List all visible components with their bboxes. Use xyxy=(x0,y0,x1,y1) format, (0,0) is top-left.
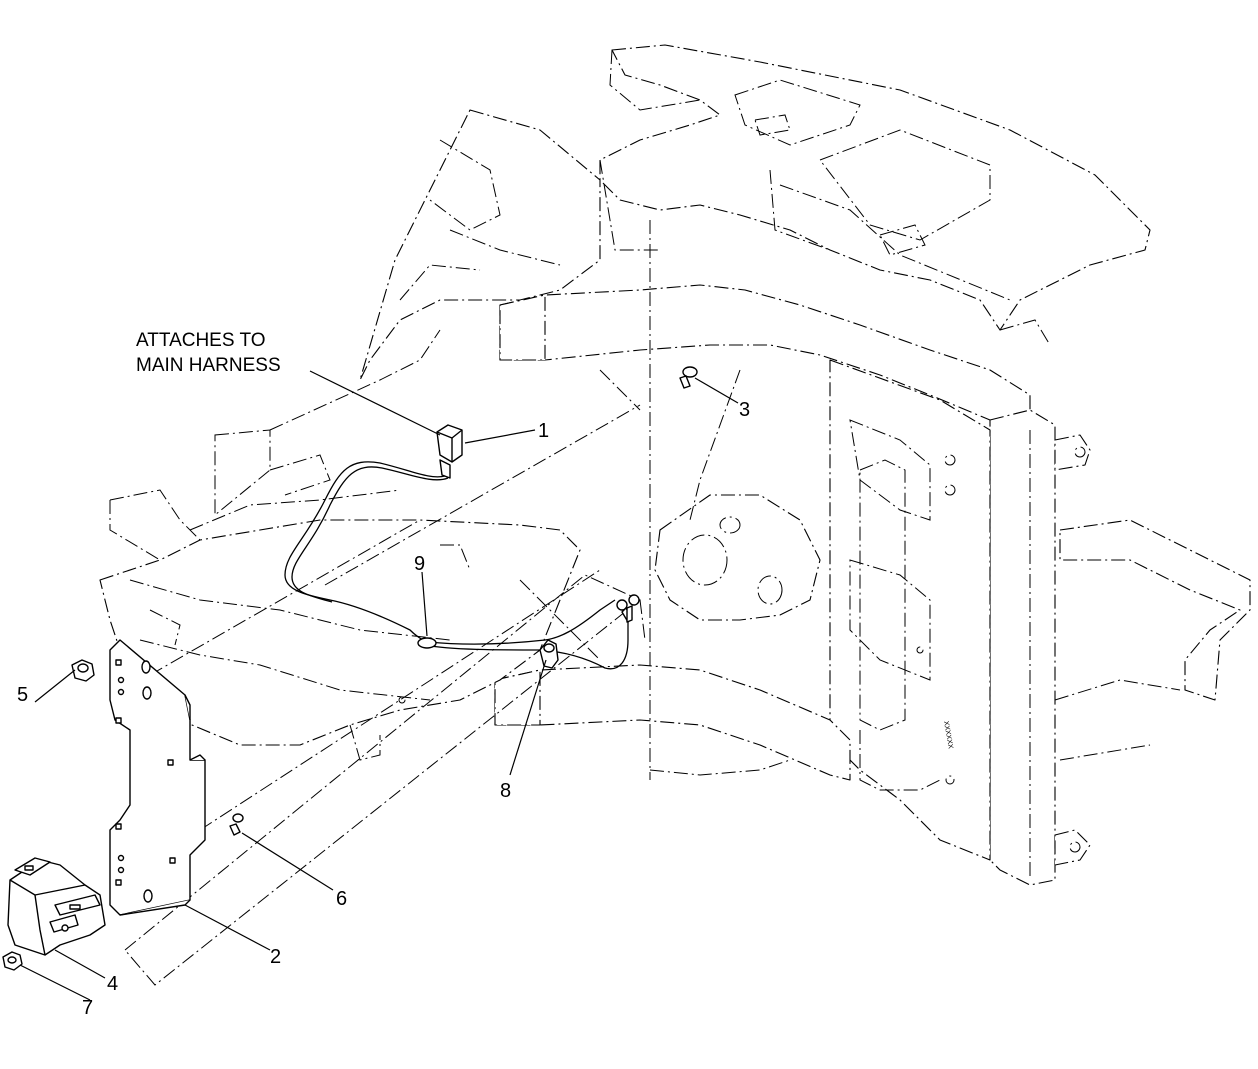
flange-nut xyxy=(71,659,95,682)
frame-right-extension xyxy=(1059,519,1251,701)
alignment-lines xyxy=(124,404,646,986)
switch xyxy=(7,857,106,956)
carriage-bolt xyxy=(229,813,244,836)
note-line-2: MAIN HARNESS xyxy=(136,355,281,376)
callout-8: 8 xyxy=(500,780,511,802)
callout-5: 5 xyxy=(17,684,28,706)
callout-1: 1 xyxy=(538,420,549,442)
lock-nut xyxy=(2,951,23,971)
frame-right-post xyxy=(989,409,1056,886)
callout-9: 9 xyxy=(414,553,425,575)
screw xyxy=(679,366,698,389)
leader-lines xyxy=(19,370,739,1001)
callout-3: 3 xyxy=(739,399,750,421)
frame-mark: XXXXXX xyxy=(942,720,954,749)
frame-lower-tube xyxy=(494,664,851,781)
frame-front-member xyxy=(99,519,581,746)
callout-6: 6 xyxy=(336,888,347,910)
frame-inner-plate xyxy=(829,359,991,861)
cable-tie xyxy=(417,637,437,649)
cable-clamp xyxy=(539,639,559,669)
frame-center-bracket xyxy=(654,494,821,621)
callout-4: 4 xyxy=(107,973,118,995)
wire-harness xyxy=(284,424,640,670)
mounting-bracket xyxy=(109,639,206,916)
frame-top-deck xyxy=(599,44,1151,331)
frame-tube-end xyxy=(499,294,546,361)
machine-frame xyxy=(99,44,1251,886)
callout-7: 7 xyxy=(82,997,93,1019)
note-line-1: ATTACHES TO xyxy=(136,330,266,351)
frame-left-plate xyxy=(359,109,601,381)
callout-2: 2 xyxy=(270,946,281,968)
ring-terminal xyxy=(616,594,640,623)
